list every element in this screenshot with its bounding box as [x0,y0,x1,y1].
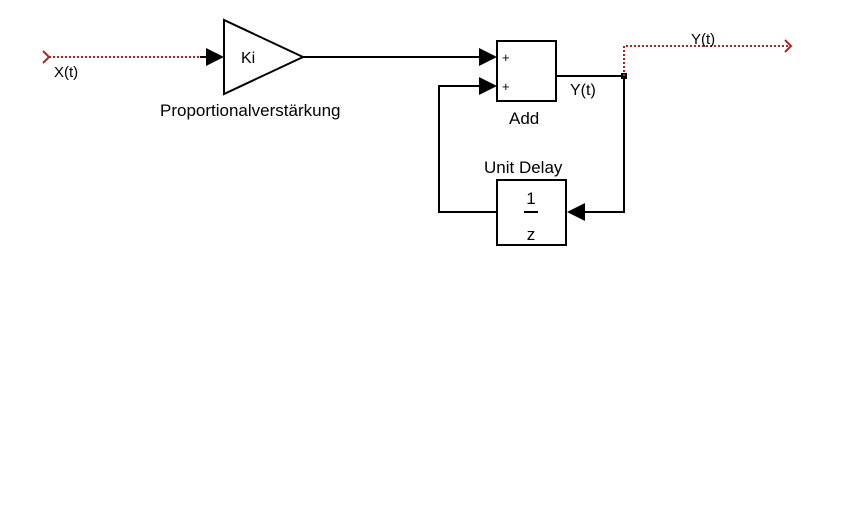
add-output-line[interactable] [556,73,627,79]
output-line [623,45,790,76]
add-box [496,40,557,102]
gain-block[interactable]: Ki [223,18,306,96]
delay-to-add-line[interactable] [438,77,497,213]
add-block-name: Add [509,109,539,128]
unit-delay-name: Unit Delay [484,158,563,177]
output-signal-label: Y(t) [691,31,715,48]
gain-block-name: Proportionalverstärkung [160,101,340,120]
delay-input-arrowhead [567,203,585,221]
input-arrowhead [206,48,224,66]
add-port-sign-1: + [502,50,510,65]
input-chevron [42,50,51,64]
unit-delay-block[interactable]: 1 z [496,179,567,246]
output-signal[interactable] [623,39,793,76]
add-input1-arrowhead [479,48,497,66]
gain-value: Ki [241,50,255,67]
gain-to-add-line[interactable] [303,48,497,66]
input-signal[interactable] [42,48,224,66]
connection-line [438,85,497,213]
delay-denominator: z [527,225,536,244]
add-block[interactable]: + + [496,40,557,102]
output-chevron [784,39,793,53]
add-output-label: Y(t) [570,82,596,99]
gain-triangle [223,18,306,96]
input-signal-label: X(t) [54,64,78,81]
add-input2-arrowhead [479,77,497,95]
add-port-sign-2: + [502,79,510,94]
delay-numerator: 1 [526,189,535,208]
feedback-to-delay-line[interactable] [567,76,625,221]
connection-line [585,76,625,213]
